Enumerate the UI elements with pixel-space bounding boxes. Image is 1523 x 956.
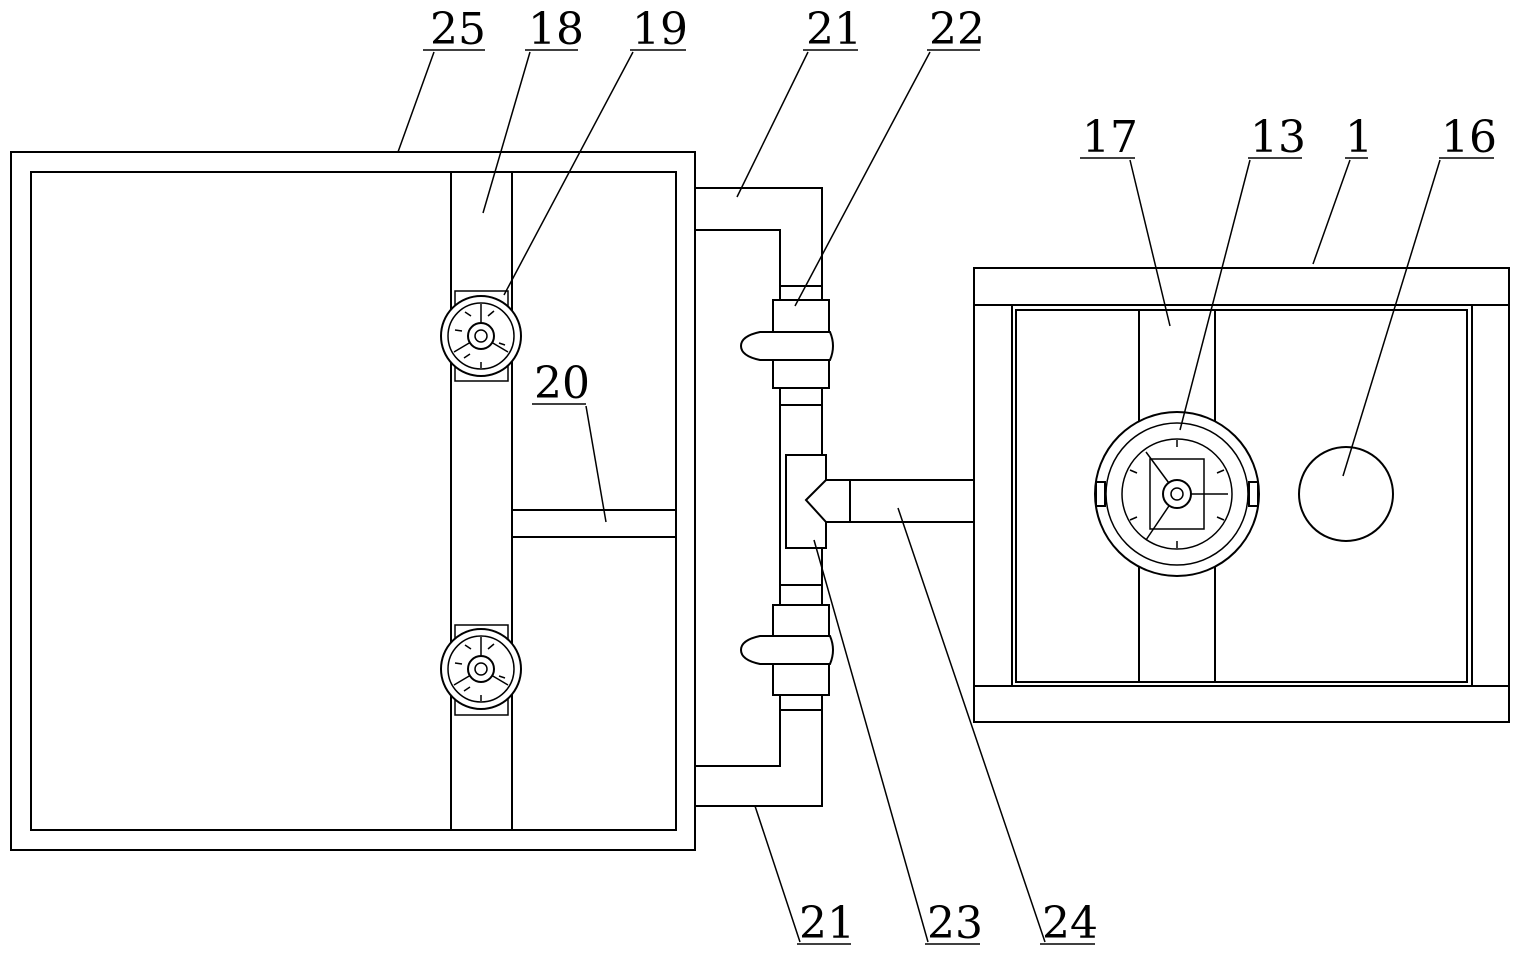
tee-junction-23 xyxy=(785,454,851,549)
connecting-pipe-24 xyxy=(850,479,974,523)
callout-24: 24 xyxy=(1042,898,1098,949)
valve-upper-22 xyxy=(739,299,834,389)
leader-lines xyxy=(397,49,1494,945)
callout-22: 22 xyxy=(929,4,985,55)
sensor-16 xyxy=(1298,446,1394,542)
callout-1: 1 xyxy=(1345,112,1373,163)
callout-19: 19 xyxy=(632,4,688,55)
callout-17: 17 xyxy=(1082,112,1138,163)
callout-21-top: 21 xyxy=(806,4,862,55)
callout-20: 20 xyxy=(534,358,590,409)
divider-20 xyxy=(511,509,677,538)
impeller-upper-19 xyxy=(440,290,522,382)
callout-16: 16 xyxy=(1441,112,1497,163)
valve-lower-22 xyxy=(739,604,834,696)
callout-21-bottom: 21 xyxy=(799,898,855,949)
callouts: 25 18 19 21 22 17 13 1 16 20 21 23 24 xyxy=(430,4,1497,949)
callout-13: 13 xyxy=(1250,112,1306,163)
callout-25: 25 xyxy=(430,4,486,55)
left-tank-25 xyxy=(10,151,696,851)
callout-18: 18 xyxy=(528,4,584,55)
callout-23: 23 xyxy=(927,898,983,949)
right-tank-1 xyxy=(973,267,1510,723)
pipe-joints xyxy=(780,285,822,711)
impeller-lower-19 xyxy=(440,624,522,716)
shaft-bar-18 xyxy=(450,172,513,830)
impeller-13 xyxy=(1094,411,1260,577)
